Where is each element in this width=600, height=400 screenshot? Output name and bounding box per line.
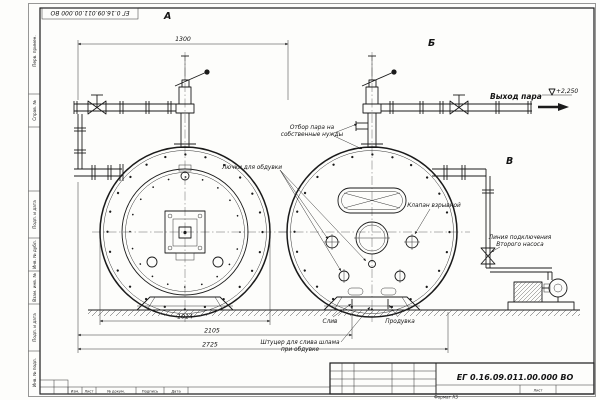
view-label-v: В: [506, 156, 513, 167]
pump-line-label: Линия подключения: [488, 235, 552, 241]
right-boiler-piping: [355, 55, 572, 280]
elevation-mark: [542, 88, 572, 96]
steam-stop-valve: [449, 94, 469, 115]
col-sign: Подпись: [142, 390, 158, 394]
sheet-cell-label: Лист: [533, 389, 542, 393]
valve-lever-weight: [391, 69, 397, 75]
sludge-label: при обдувке: [281, 347, 320, 353]
left-boiler-door: [121, 168, 249, 296]
left-boiler-shell: [99, 146, 271, 318]
explosion-valve-label: Клапан взрывной: [407, 203, 461, 209]
blowdown-label: Продувка: [385, 319, 415, 325]
feed-pump-unit: [507, 278, 575, 311]
col-date: Дата: [171, 390, 180, 394]
side-strip: Перв. примен. Справ. № Подп. и дата Инв.…: [32, 35, 37, 387]
left-boiler-piping: [73, 55, 210, 181]
pump-line-valve: [480, 247, 496, 265]
right-hatch-circle: [212, 256, 224, 268]
steam-outlet-label: Выход пара: [490, 92, 542, 101]
title-block: ЕГ 0.16.09.011.00.000 ВО Лист Изм. Лист …: [39, 362, 595, 400]
dimension-text: 1014: [177, 314, 193, 321]
manhole: [337, 187, 407, 214]
pump-line-label: Второго насоса: [496, 242, 544, 248]
side-strip-label: Справ. №: [32, 100, 37, 121]
right-boiler-shell: [286, 146, 458, 318]
document-designation: ЕГ 0.16.09.011.00.000 ВО: [457, 373, 574, 382]
side-strip-label: Взам. инв. №: [32, 273, 37, 302]
side-strip-label: Перв. примен.: [32, 35, 37, 66]
blowoff-hatches: [324, 234, 420, 296]
view-label-b: Б: [428, 38, 435, 49]
dimension-text: 2725: [202, 342, 218, 349]
col-izm: Изм.: [71, 390, 79, 394]
left-stop-valve: [87, 94, 107, 115]
right-boiler-front-view: [279, 52, 470, 322]
pump-volute: [548, 278, 568, 298]
side-strip-label: Инв. № подл.: [32, 358, 37, 387]
top-stamp: ЕГ 0.16.09.011.00.000 ВО: [41, 7, 139, 20]
dimension-text: 2105: [204, 328, 220, 335]
valve-lever-weight: [204, 69, 210, 75]
dimensions: 1300 1014 2105 2725: [77, 36, 449, 353]
view-label-a: А: [163, 11, 171, 22]
col-doc: № докум.: [107, 390, 125, 394]
own-needs-label: собственные нужды: [281, 132, 344, 138]
right-safety-valve: [361, 55, 397, 105]
format-label: Формат А3: [434, 395, 458, 400]
dimension-text: 1300: [175, 36, 191, 43]
left-safety-valve: [174, 55, 210, 105]
side-strip-label: Подп. и дата: [32, 313, 37, 342]
side-strip-label: Инв. № дубл.: [32, 240, 37, 269]
inverted-designation: ЕГ 0.16.09.011.00.000 ВО: [50, 9, 129, 16]
left-boiler-bolt-circle: [106, 153, 264, 311]
sludge-label: Штуцер для слива шлама: [260, 340, 339, 346]
hatches-label: Лючки для обдувки: [221, 165, 282, 171]
annotations: Выход пара +2,250 Отбор пара на собствен…: [221, 88, 578, 353]
side-strip-label: Подп. и дата: [32, 200, 37, 229]
left-boiler-front-view: [92, 52, 292, 322]
door-top-fitting: [180, 171, 190, 181]
drain-label: Слив: [323, 319, 339, 325]
own-needs-label: Отбор пара на: [290, 125, 335, 131]
left-hatch-circle: [146, 256, 158, 268]
col-list: Лист: [84, 390, 93, 394]
elevation-value: +2,250: [556, 88, 578, 95]
ground-line: [88, 309, 580, 316]
right-boiler-bolt-circle: [293, 153, 451, 311]
sheet-frame: [28, 3, 596, 397]
burner-fixture: [164, 210, 206, 261]
